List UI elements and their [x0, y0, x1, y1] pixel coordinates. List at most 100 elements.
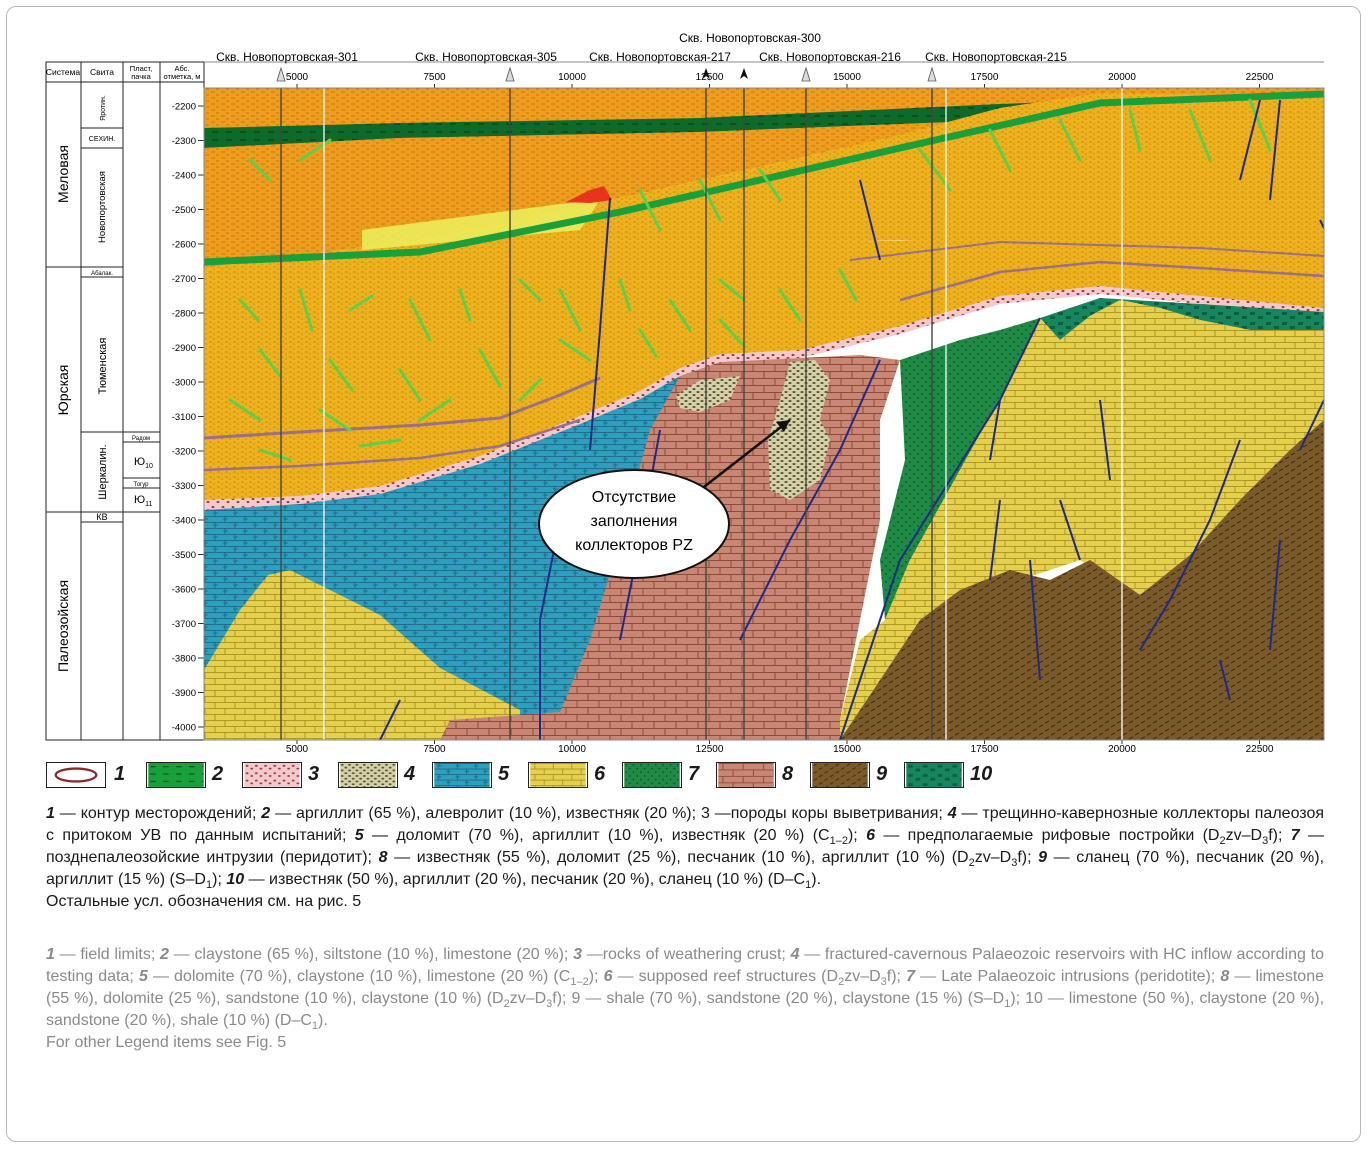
fractured-reservoir [768, 360, 830, 500]
depth-tick-label: -3400 [172, 516, 196, 527]
cap-en-6-tail: f); [886, 968, 907, 985]
depth-tick-label: -2500 [172, 205, 196, 216]
cap-en-6-num: 6 [603, 968, 613, 985]
distance-tick-label: 10000 [558, 72, 586, 83]
cap-ru-4-num: 4 [947, 805, 957, 822]
system-label-cretaceous: Меловая [55, 145, 71, 203]
cap-en-5-num: 5 [138, 968, 148, 985]
cap-en-6-sub2: 3 [880, 976, 887, 989]
well-labels: Скв. Новопортовская-301 Скв. Новопортовск… [216, 31, 1067, 82]
distance-tick-label: 15000 [833, 72, 861, 83]
col-header-depth-2: отметка, м [164, 72, 201, 81]
intrusion-body [880, 318, 1040, 620]
cap-en-9-text: 9 — shale (70 %), sandstone (20 %), clay… [571, 990, 1005, 1007]
cap-ru-7-text: — позднепалеозойские интрузии (перидотит… [46, 827, 1325, 866]
legend-num-3: 3 [308, 763, 320, 785]
cap-en-9-tail: ); [1010, 990, 1026, 1007]
cap-en-3-text: —rocks of weathering crust; [581, 946, 791, 963]
cap-ru-2-text: — аргиллит (65 %), алевролит (10 %), изв… [270, 805, 948, 822]
distance-tick-label: 7500 [423, 744, 446, 755]
system-label-jurassic: Юрская [55, 365, 71, 416]
cap-ru-8-sub1: 2 [968, 857, 975, 870]
legend-num-2: 2 [212, 763, 224, 785]
depth-tick-label: -3700 [172, 619, 196, 630]
cap-en-4-text: — fractured-cavernous Palaeozoic reservo… [46, 946, 1324, 985]
cap-en-3-num: 3 [573, 946, 582, 963]
distance-tick-label: 20000 [1108, 72, 1136, 83]
gas-well-icon [276, 66, 286, 82]
legend-num-9: 9 [876, 763, 888, 785]
cap-ru-10-num: 10 [226, 871, 245, 888]
gas-well-icon [801, 66, 811, 82]
well-label: Скв. Новопортовская-301 [216, 50, 358, 64]
pale-sand-lens [362, 200, 600, 250]
intrusion-swatch [622, 762, 682, 788]
well-label: Скв. Новопортовская-216 [759, 50, 901, 64]
legend-num-6: 6 [594, 763, 606, 785]
cap-en-6-mid: zv–D [844, 968, 881, 985]
caption-russian-note: Остальные усл. обозначения см. на рис. 5 [46, 893, 362, 910]
cap-ru-1-num: 1 [46, 805, 55, 822]
marker-line-1 [204, 376, 601, 440]
figure-frame [6, 6, 1361, 1142]
well-label: Скв. Новопортовская-215 [925, 50, 1067, 64]
depth-tick-label: -3600 [172, 585, 196, 596]
cap-en-4-num: 4 [790, 946, 800, 963]
well-label: Скв. Новопортовская-217 [589, 50, 731, 64]
caption-russian-body: 1 — контур месторождений; 2 — аргиллит (… [46, 803, 1324, 891]
marker-line-4 [849, 240, 1324, 261]
gas-well-icon [505, 66, 515, 82]
depth-tick-label: -3200 [172, 447, 196, 458]
cap-ru-5-sub: 1–2 [829, 835, 848, 848]
suite-sehin: СЕХИН. [89, 136, 115, 143]
legend-num-7: 7 [688, 763, 700, 785]
col-header-suite: Свита [90, 67, 114, 77]
claystone-lenses [228, 98, 1272, 462]
legend-num-4: 4 [404, 763, 416, 785]
cap-en-5-sub: 1–2 [570, 976, 589, 989]
cap-ru-4-text: — трещинно-кавернозные коллекторы палеоз… [46, 805, 1325, 844]
cap-ru-8-text: — известняк (55 %), доломит (25 %), песч… [387, 849, 969, 866]
distance-tick-label: 5000 [286, 744, 309, 755]
suite-yarotin: Яротин. [100, 95, 107, 121]
cap-ru-8-mid: zv–D [974, 849, 1012, 866]
legend-num-8: 8 [782, 763, 794, 785]
reef-left [204, 570, 520, 740]
suite-novoport: Новопортовская [97, 171, 108, 243]
cap-ru-5-tail: ); [847, 827, 867, 844]
cap-en-7-text: — Late Palaeozoic intrusions (peridotite… [915, 968, 1221, 985]
distance-tick-label: 12500 [696, 744, 724, 755]
cap-en-5-tail: ); [588, 968, 604, 985]
caption-english: 1 — field limits; 2 — claystone (65 %), … [46, 944, 1324, 1054]
claystone-swatch [146, 762, 206, 788]
distance-tick-label: 12500 [696, 72, 724, 83]
depth-tick-label: -2800 [172, 309, 196, 320]
fractured-reservoir-small [676, 376, 740, 412]
weathering-swatch [242, 762, 302, 788]
cap-ru-9-sub: 1 [205, 879, 213, 892]
cap-en-8-num: 8 [1220, 968, 1230, 985]
cap-en-2-text: — claystone (65 %), siltstone (10 %), li… [168, 946, 574, 963]
depth-tick-label: -2600 [172, 240, 196, 251]
col-header-layer-1: Пласт, [130, 64, 152, 73]
col-header-layer-2: пачка [131, 72, 151, 81]
system-label-palaeozoic: Палеозойская [55, 580, 71, 672]
cap-en-2-num: 2 [160, 946, 169, 963]
callout-line-3: коллекторов PZ [575, 537, 693, 554]
cap-ru-2-num: 2 [261, 805, 271, 822]
callout-line-1: Отсутствие [592, 489, 677, 506]
pack-u11: Ю11 [134, 494, 152, 508]
cap-ru-9-text: — сланец (70 %), песчаник (20 %), аргилл… [46, 849, 1325, 888]
caption-english-body: 1 — field limits; 2 — claystone (65 %), … [46, 944, 1324, 1032]
distance-tick-label: 17500 [971, 72, 999, 83]
cap-en-7-num: 7 [906, 968, 915, 985]
depth-tick-label: -2900 [172, 343, 196, 354]
cap-en-6-sub1: 2 [838, 976, 845, 989]
cap-en-5-text: — dolomite (70 %), claystone (10 %), lim… [147, 968, 571, 985]
fractured-reservoir-swatch [338, 762, 398, 788]
claystone-contact-band [204, 90, 1324, 266]
callout-line-2: заполнения [591, 513, 678, 530]
col-header-depth-1: Абс. [174, 64, 189, 73]
